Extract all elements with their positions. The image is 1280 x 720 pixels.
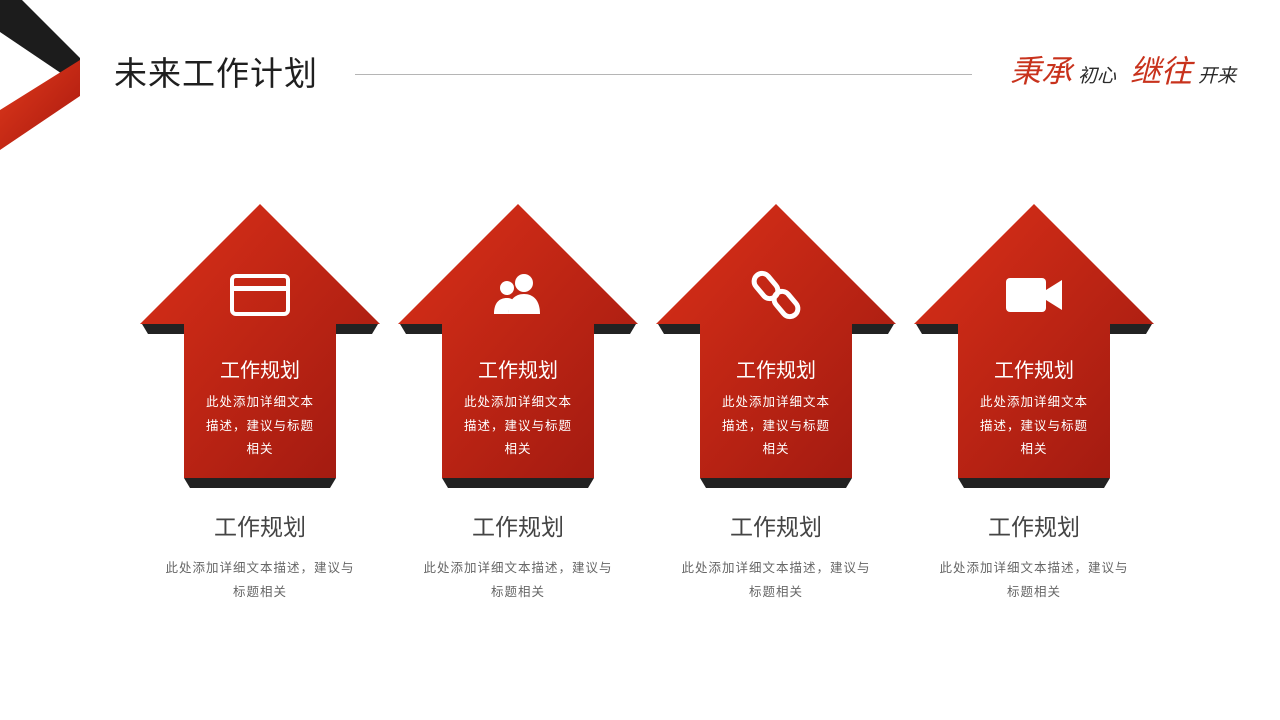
plan-caption-1: 工作规划 此处添加详细文本描述，建议与标题相关 bbox=[140, 512, 380, 604]
arrow-shape bbox=[656, 204, 896, 488]
caption-description: 此处添加详细文本描述，建议与标题相关 bbox=[939, 560, 1129, 599]
card-inner-title: 工作规划 bbox=[478, 358, 558, 382]
caption-description: 此处添加详细文本描述，建议与标题相关 bbox=[165, 560, 355, 599]
slogan-word-3: 继往 bbox=[1130, 54, 1193, 90]
caption-description: 此处添加详细文本描述，建议与标题相关 bbox=[423, 560, 613, 599]
plan-card-4: 工作规划 此处添加详细文本描述，建议与标题相关 bbox=[914, 204, 1154, 494]
slogan: 秉承初心继往开来 bbox=[1010, 50, 1236, 99]
title-divider bbox=[355, 74, 972, 75]
video-camera-icon bbox=[1002, 270, 1066, 320]
card-inner-title: 工作规划 bbox=[736, 358, 816, 382]
card-inner-title: 工作规划 bbox=[220, 358, 300, 382]
caption-title: 工作规划 bbox=[988, 515, 1080, 541]
users-icon bbox=[486, 270, 550, 320]
slogan-word-4: 开来 bbox=[1198, 65, 1237, 87]
plan-caption-3: 工作规划 此处添加详细文本描述，建议与标题相关 bbox=[656, 512, 896, 604]
link-icon bbox=[744, 270, 808, 320]
plan-card-1: 工作规划 此处添加详细文本描述，建议与标题相关 bbox=[140, 204, 380, 494]
caption-description: 此处添加详细文本描述，建议与标题相关 bbox=[681, 560, 871, 599]
slogan-word-1: 秉承 bbox=[1010, 54, 1072, 90]
caption-title: 工作规划 bbox=[214, 515, 306, 541]
arrow-shape bbox=[398, 204, 638, 488]
card-inner-title: 工作规划 bbox=[994, 358, 1074, 382]
card-inner-description: 此处添加详细文本描述，建议与标题相关 bbox=[463, 394, 572, 456]
card-inner-description: 此处添加详细文本描述，建议与标题相关 bbox=[205, 394, 314, 456]
card-inner-description: 此处添加详细文本描述，建议与标题相关 bbox=[721, 394, 830, 456]
plan-card-2: 工作规划 此处添加详细文本描述，建议与标题相关 bbox=[398, 204, 638, 494]
card-inner-description: 此处添加详细文本描述，建议与标题相关 bbox=[979, 394, 1088, 456]
caption-title: 工作规划 bbox=[472, 515, 564, 541]
plan-card-3: 工作规划 此处添加详细文本描述，建议与标题相关 bbox=[656, 204, 896, 494]
credit-card-icon bbox=[228, 270, 292, 320]
slogan-word-2: 初心 bbox=[1078, 65, 1117, 87]
arrow-shape bbox=[914, 204, 1154, 488]
caption-title: 工作规划 bbox=[730, 515, 822, 541]
corner-decoration bbox=[0, 0, 80, 150]
plan-caption-2: 工作规划 此处添加详细文本描述，建议与标题相关 bbox=[398, 512, 638, 604]
arrow-shape bbox=[140, 204, 380, 488]
plan-caption-4: 工作规划 此处添加详细文本描述，建议与标题相关 bbox=[914, 512, 1154, 604]
page-title: 未来工作计划 bbox=[114, 54, 318, 93]
